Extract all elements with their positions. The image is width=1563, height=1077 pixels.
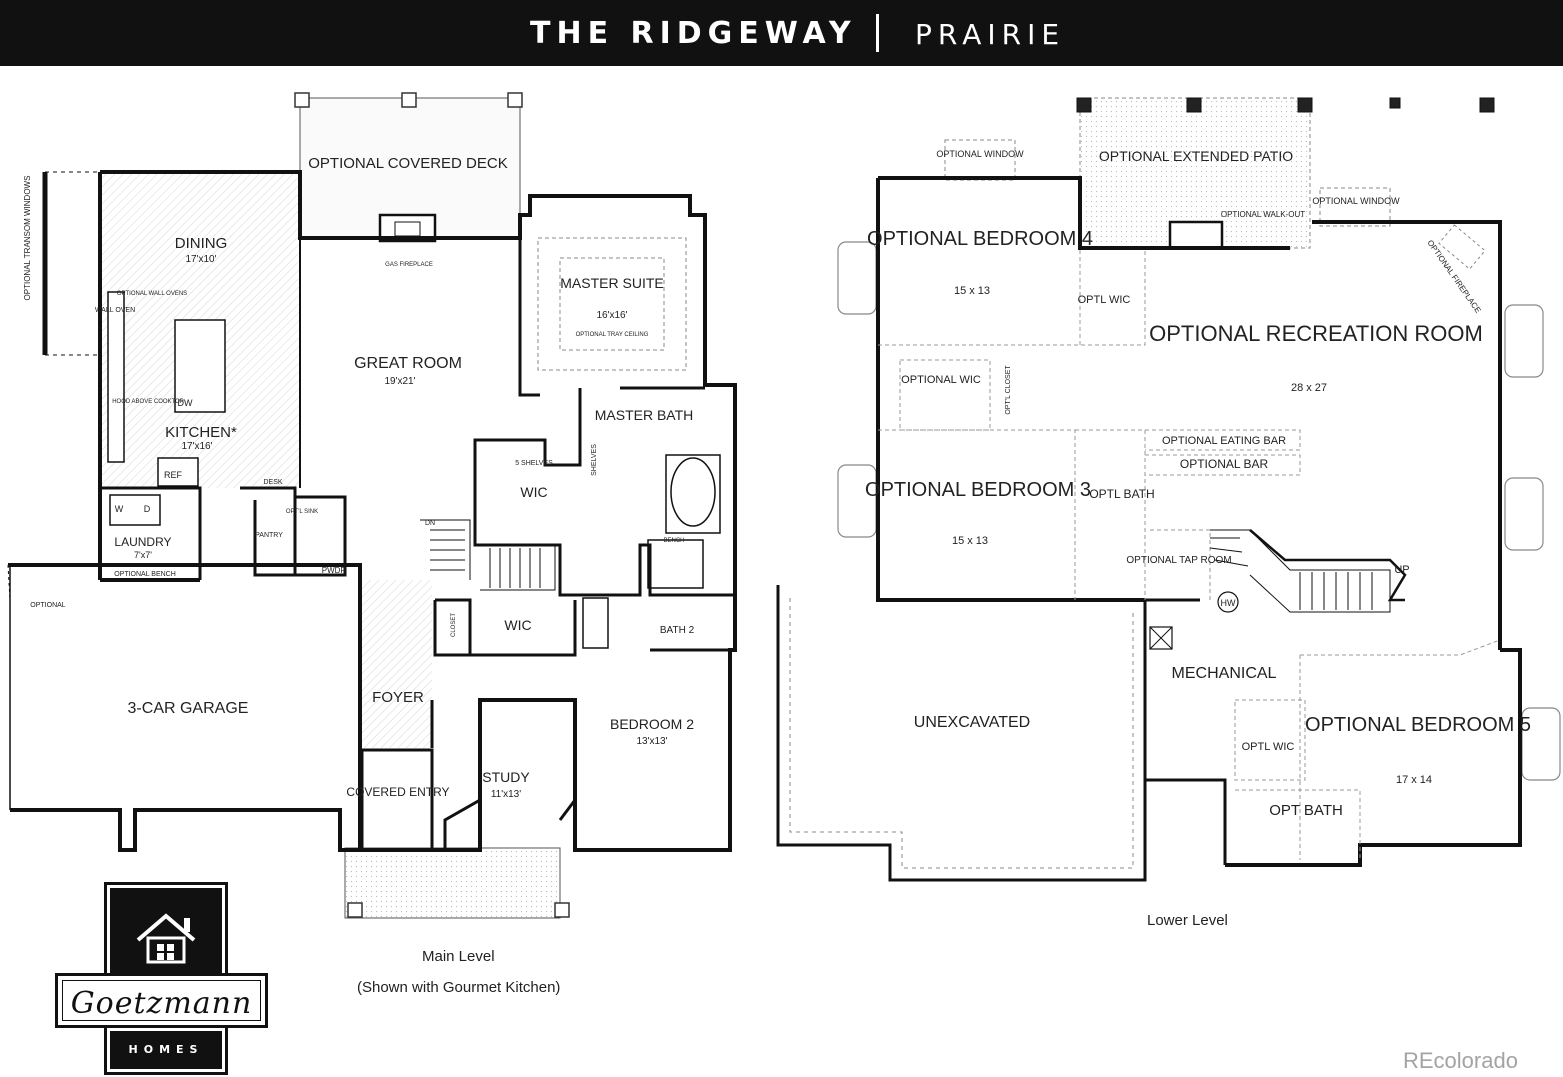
bedroom2-size: 13'x13' bbox=[636, 736, 667, 747]
logo-house-panel bbox=[104, 882, 228, 984]
dw-label: DW bbox=[178, 398, 193, 408]
bedroom3-label: OPTIONAL BEDROOM 3 bbox=[865, 479, 1091, 501]
foyer-label: FOYER bbox=[372, 689, 424, 706]
desk-label: DESK bbox=[263, 479, 282, 486]
study-size: 11'x13' bbox=[491, 789, 521, 800]
stairs-down-label: DN bbox=[425, 520, 435, 527]
optl-wic2-label: OPTL WIC bbox=[1242, 741, 1295, 753]
opt-closet-label: OPT'L CLOSET bbox=[1005, 365, 1012, 415]
opt-fireplace-label: OPTIONAL FIREPLACE bbox=[1425, 238, 1482, 314]
five-shelves-label: 5 SHELVES bbox=[515, 460, 553, 467]
recreation-label: OPTIONAL RECREATION ROOM bbox=[1149, 321, 1483, 346]
transom-label: OPTIONAL TRANSOM WINDOWS bbox=[23, 176, 32, 301]
mechanical-label: MECHANICAL bbox=[1172, 665, 1277, 682]
garage-optional-label: OPTIONAL bbox=[30, 602, 66, 609]
washer-label: W bbox=[115, 504, 124, 514]
opt-wic-label: OPTIONAL WIC bbox=[901, 374, 981, 386]
great-room-label: GREAT ROOM bbox=[354, 355, 462, 372]
master-wic-label: WIC bbox=[520, 484, 547, 500]
dining-label: DINING bbox=[175, 235, 228, 252]
main-level-labels: OPTIONAL COVERED DECK GAS FIREPLACE OPTI… bbox=[23, 155, 695, 800]
bath2-label: BATH 2 bbox=[660, 625, 695, 636]
optl-wic-label: OPTL WIC bbox=[1078, 294, 1131, 306]
stairs-up-label: UP bbox=[1394, 564, 1409, 576]
covered-entry-label: COVERED ENTRY bbox=[346, 785, 449, 799]
floor-plan-drawing: OPTIONAL COVERED DECK GAS FIREPLACE OPTI… bbox=[7, 92, 1561, 919]
lower-level-plan bbox=[776, 97, 1561, 882]
opt-bench-label: OPTIONAL BENCH bbox=[114, 571, 176, 578]
covered-deck-label: OPTIONAL COVERED DECK bbox=[308, 155, 507, 172]
hw-label: HW bbox=[1221, 598, 1236, 608]
main-level-subcaption: (Shown with Gourmet Kitchen) bbox=[357, 979, 561, 996]
pantry-label: PANTRY bbox=[255, 532, 283, 539]
study-label: STUDY bbox=[482, 769, 530, 785]
recreation-size: 28 x 27 bbox=[1291, 382, 1327, 394]
closet-label: CLOSET bbox=[451, 613, 457, 637]
bedroom4-size: 15 x 13 bbox=[954, 285, 990, 297]
shelves-label: SHELVES bbox=[591, 444, 598, 476]
ref-label: REF bbox=[164, 470, 183, 480]
optl-bath-label: OPTL BATH bbox=[1089, 487, 1154, 501]
eating-bar-label: OPTIONAL EATING BAR bbox=[1162, 435, 1286, 447]
plan-subtitle: PRAIRIE bbox=[915, 18, 1066, 51]
unexcavated-label: UNEXCAVATED bbox=[914, 714, 1030, 731]
wall-ovens-opt-label: OPTIONAL WALL OVENS bbox=[117, 291, 187, 297]
logo-homes-text: HOMES bbox=[128, 1043, 204, 1056]
title-banner: THE RIDGEWAY PRAIRIE bbox=[0, 0, 1563, 66]
tap-room-label: OPTIONAL TAP ROOM bbox=[1126, 555, 1231, 566]
bed2-wic-label: WIC bbox=[504, 617, 531, 633]
bedroom2-label: BEDROOM 2 bbox=[610, 716, 694, 732]
opt-bath-label: OPT BATH bbox=[1269, 802, 1343, 819]
logo-name: Goetzmann bbox=[70, 986, 253, 1021]
wall-oven-label: WALL OVEN bbox=[95, 307, 135, 314]
laundry-size: 7'x7' bbox=[134, 550, 152, 560]
opt-window1-label: OPTIONAL WINDOW bbox=[936, 149, 1024, 159]
logo-homes-panel: HOMES bbox=[104, 1025, 228, 1075]
laundry-label: LAUNDRY bbox=[114, 535, 171, 549]
plan-title: THE RIDGEWAY bbox=[530, 16, 857, 51]
recolorado-watermark: REcolorado bbox=[1403, 1048, 1518, 1073]
great-room-size: 19'x21' bbox=[384, 376, 415, 387]
bench-label: BENCH bbox=[663, 538, 684, 544]
garage-label: 3-CAR GARAGE bbox=[128, 700, 249, 717]
bedroom4-label: OPTIONAL BEDROOM 4 bbox=[867, 228, 1093, 250]
bedroom5-size: 17 x 14 bbox=[1396, 774, 1432, 786]
bedroom3-size: 15 x 13 bbox=[952, 535, 988, 547]
master-bath-label: MASTER BATH bbox=[595, 407, 694, 423]
opt-bar-label: OPTIONAL BAR bbox=[1180, 457, 1269, 471]
gas-fireplace-label: GAS FIREPLACE bbox=[385, 262, 433, 268]
kitchen-size: 17'x16' bbox=[181, 441, 212, 452]
title-divider bbox=[876, 14, 879, 52]
dryer-label: D bbox=[144, 504, 151, 514]
opt-sink-label: OPT'L SINK bbox=[286, 509, 318, 515]
master-suite-label: MASTER SUITE bbox=[560, 275, 663, 291]
master-suite-size: 16'x16' bbox=[596, 310, 627, 321]
lower-level-caption: Lower Level bbox=[1147, 912, 1228, 929]
dining-size: 17'x10' bbox=[185, 254, 216, 265]
tray-ceiling-label: OPTIONAL TRAY CEILING bbox=[576, 332, 649, 338]
kitchen-label: KITCHEN* bbox=[165, 424, 237, 441]
bedroom5-label: OPTIONAL BEDROOM 5 bbox=[1305, 714, 1531, 736]
ext-patio-label: OPTIONAL EXTENDED PATIO bbox=[1099, 148, 1293, 164]
house-icon bbox=[136, 913, 196, 964]
goetzmann-logo: Goetzmann HOMES bbox=[55, 882, 270, 1075]
walkout-label: OPTIONAL WALK-OUT bbox=[1221, 210, 1305, 219]
main-level-plan bbox=[7, 92, 737, 919]
hood-label: HOOD ABOVE COOKTOP bbox=[112, 399, 184, 405]
pwdr-label: PWDR bbox=[322, 566, 347, 575]
opt-window2-label: OPTIONAL WINDOW bbox=[1312, 196, 1400, 206]
logo-name-panel: Goetzmann bbox=[55, 973, 268, 1028]
main-level-caption: Main Level bbox=[422, 948, 495, 965]
